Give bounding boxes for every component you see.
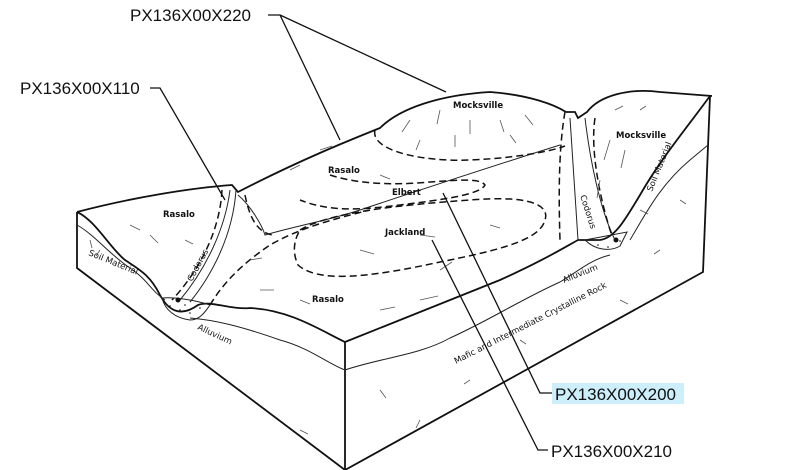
layer-label-soil-left: Soil Material	[87, 249, 139, 278]
block-outline	[76, 90, 713, 470]
callout-label-200[interactable]: PX136X00X200	[555, 385, 676, 404]
callout-highlight	[552, 383, 684, 404]
layer-label-soil-right: Soil Material	[646, 141, 675, 193]
callout-leaders	[150, 14, 552, 451]
unit-label-rasalo-left: Rasalo	[163, 210, 195, 220]
soil-layer-lines	[76, 144, 709, 371]
unit-label-codorus-right: Codorus	[577, 194, 598, 231]
unit-label-jackland: Jackland	[384, 228, 425, 238]
layer-label-alluvium-right: Alluvium	[561, 263, 599, 286]
callout-label-110[interactable]: PX136X00X110	[20, 79, 140, 98]
terrain-hatching	[89, 105, 687, 435]
unit-label-mocksville-right: Mocksville	[616, 131, 666, 141]
callout-label-210[interactable]: PX136X00X210	[551, 442, 672, 461]
layer-label-alluvium-left: Alluvium	[196, 323, 234, 348]
streams	[179, 117, 616, 303]
callout-label-220[interactable]: PX136X00X220	[130, 6, 251, 25]
layer-label-bedrock: Mafic and Intermediate Crystalline Rock	[453, 281, 609, 367]
unit-label-elbert: Elbert	[392, 188, 421, 198]
unit-label-mocksville-center: Mocksville	[453, 101, 503, 111]
unit-label-rasalo-top: Rasalo	[328, 166, 360, 176]
stream-channel-left	[175, 297, 181, 303]
soil-boundaries	[171, 111, 613, 306]
alluvium-deposits	[161, 231, 628, 321]
unit-label-rasalo-front: Rasalo	[312, 295, 344, 305]
